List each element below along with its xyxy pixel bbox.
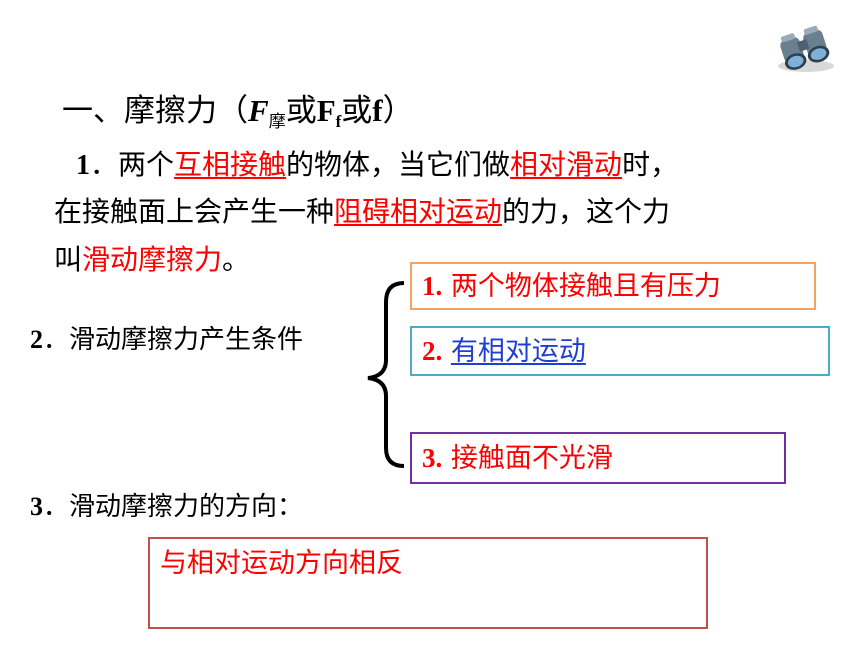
definition-text: 叫 — [54, 243, 83, 276]
definition-text: 时， — [622, 148, 679, 181]
definition-line-1: 1．两个互相接触的物体，当它们做相对滑动时， — [76, 147, 678, 184]
binoculars-icon — [772, 20, 838, 80]
condition-1-number: 1. — [422, 271, 443, 301]
condition-1-text: 两个物体接触且有压力 — [450, 271, 721, 302]
keyword-sliding-friction: 滑动摩擦力 — [82, 243, 223, 276]
title-f-italic: F — [248, 93, 269, 128]
title-ff-subscript: f — [335, 112, 342, 131]
definition-line-2: 在接触面上会产生一种阻碍相对运动的力，这个力 — [54, 194, 670, 230]
page-title: 一、摩擦力（F摩或Ff或f） — [62, 92, 414, 141]
condition-box-3: 3. 接触面不光滑 — [410, 432, 786, 484]
definition-text: 在接触面上会产生一种 — [54, 195, 335, 228]
conditions-number: 2 — [30, 325, 43, 354]
definition-text: 的力，这个力 — [502, 195, 671, 228]
condition-2-link[interactable]: 有相对运动 — [450, 336, 586, 367]
conditions-text: ．滑动摩擦力产生条件 — [43, 325, 304, 355]
condition-box-2: 2. 有相对运动 — [410, 326, 830, 376]
definition-text: ．两个 — [90, 148, 175, 181]
definition-text: 。 — [222, 243, 251, 276]
title-or-2: 或 — [341, 93, 373, 129]
title-f-subscript: 摩 — [268, 112, 286, 132]
keyword-mutual-contact: 互相接触 — [174, 148, 287, 181]
definition-line-3: 叫滑动摩擦力。 — [54, 242, 250, 278]
title-prefix: 一、摩擦力（ — [62, 93, 248, 129]
title-ff-main: F — [316, 93, 336, 128]
conditions-label: 2．滑动摩擦力产生条件 — [30, 323, 303, 357]
direction-answer: 与相对运动方向相反 — [160, 548, 403, 579]
condition-2-number: 2. — [422, 336, 443, 366]
keyword-hinder-relative-motion: 阻碍相对运动 — [334, 195, 503, 228]
direction-text: ．滑动摩擦力的方向： — [43, 492, 304, 522]
condition-box-1: 1. 两个物体接触且有压力 — [410, 262, 816, 310]
title-suffix: ） — [382, 93, 414, 129]
direction-label: 3．滑动摩擦力的方向： — [30, 490, 303, 524]
title-or-1: 或 — [285, 93, 317, 129]
curly-brace — [367, 281, 405, 468]
condition-3-text: 接触面不光滑 — [450, 443, 613, 474]
direction-answer-box: 与相对运动方向相反 — [148, 537, 708, 629]
condition-3-number: 3. — [422, 443, 443, 473]
keyword-relative-sliding: 相对滑动 — [510, 148, 623, 181]
definition-number: 1 — [76, 150, 90, 181]
direction-number: 3 — [30, 492, 43, 521]
definition-text: 的物体，当它们做 — [286, 148, 511, 181]
title-f-small: f — [372, 93, 383, 128]
